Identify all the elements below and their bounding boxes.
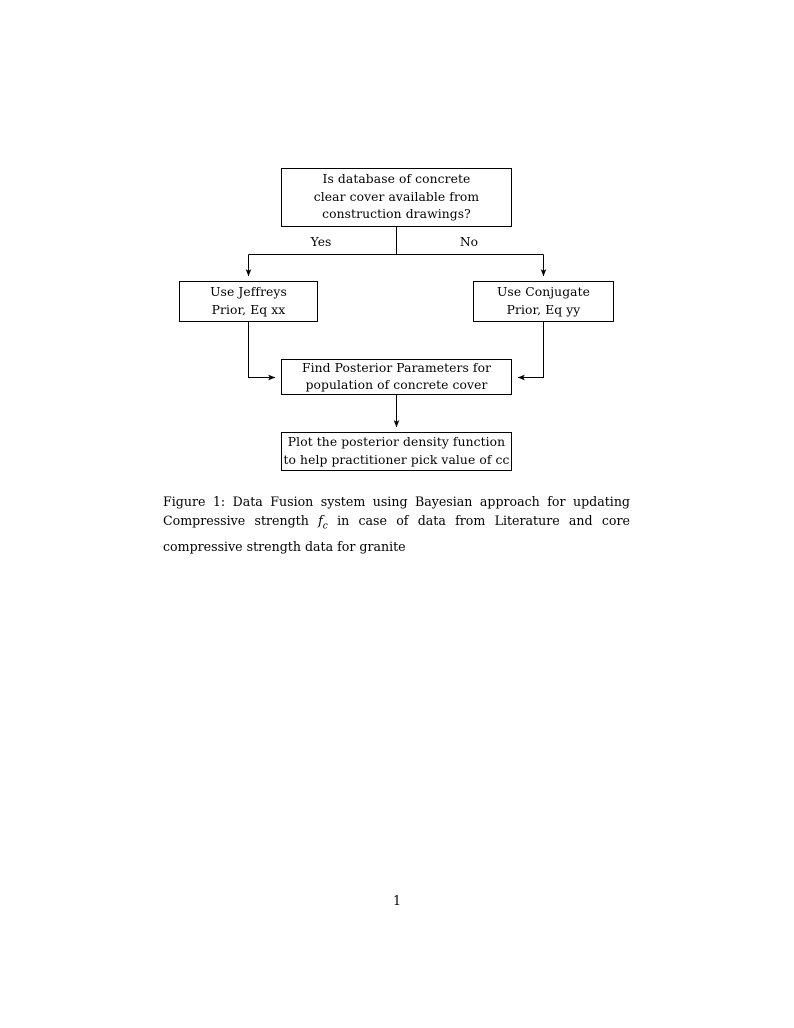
flowchart-node-jeffreys-prior: Use Jeffreys Prior, Eq xx (179, 281, 318, 322)
caption-math-symbol: fc (318, 513, 328, 532)
page-number: 1 (392, 893, 401, 908)
branch-label-no: No (459, 235, 479, 249)
arrow-conjugate-to-posterior (517, 322, 545, 381)
flowchart-node-conjugate-prior: Use Conjugate Prior, Eq yy (473, 281, 614, 322)
branch-label-yes: Yes (310, 235, 332, 249)
node-conjugate-line-2: Prior, Eq yy (506, 302, 581, 317)
caption-text-before-symbol: Data Fusion system using Bayesian approa… (163, 494, 630, 529)
flowchart-node-decision: Is database of concrete clear cover avai… (281, 168, 512, 227)
node-plot-line-2: to help practitioner pick value of cc (283, 452, 510, 467)
node-decision-line-1: Is database of concrete (322, 172, 471, 187)
caption-symbol-subscript: c (322, 521, 328, 532)
node-jeffreys-line-1: Use Jeffreys (210, 285, 287, 299)
caption-figure-number: Figure 1: (163, 494, 226, 509)
node-plot-line-1: Plot the posterior density function (287, 435, 506, 449)
caption-symbol-base: f (318, 513, 323, 529)
node-jeffreys-line-2: Prior, Eq xx (211, 302, 286, 317)
node-posterior-line-1: Find Posterior Parameters for (301, 360, 492, 375)
node-decision-line-3: construction drawings? (322, 207, 471, 222)
arrow-jeffreys-to-posterior (247, 322, 276, 381)
node-conjugate-line-1: Use Conjugate (496, 285, 591, 299)
flowchart-node-find-posterior-parameters: Find Posterior Parameters for population… (281, 359, 512, 395)
node-posterior-line-2: population of concrete cover (305, 378, 488, 392)
figure-caption: Figure 1: Data Fusion system using Bayes… (163, 492, 630, 557)
caption-text-after-symbol: in case of data from Literature and core… (163, 513, 630, 555)
flowchart-node-plot-posterior-density: Plot the posterior density function to h… (281, 432, 512, 471)
node-decision-line-2: clear cover available from (313, 189, 480, 204)
